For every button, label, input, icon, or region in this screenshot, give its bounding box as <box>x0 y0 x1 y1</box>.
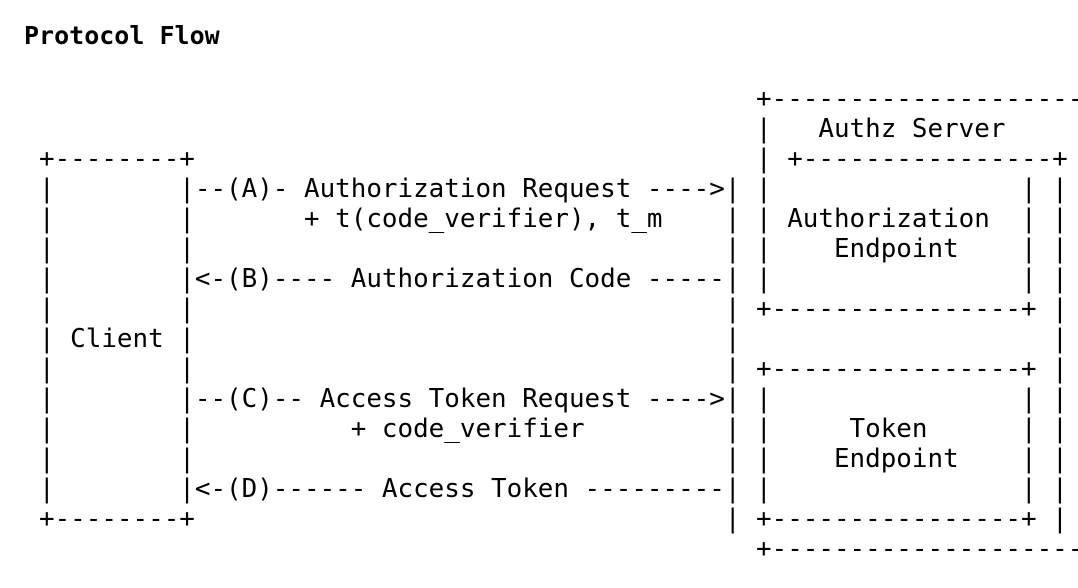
diagram-line: | | + code_verifier | | Token | | <box>39 414 1068 444</box>
diagram-line: | | | +----------------+ | <box>39 354 1068 384</box>
diagram-line: | | | | Endpoint | | <box>39 234 1068 264</box>
diagram-heading: Protocol Flow <box>24 21 220 50</box>
diagram-line: | Client | | | <box>39 324 1068 354</box>
diagram-line: | | | +----------------+ | <box>39 294 1068 324</box>
diagram-line: | Authz Server | <box>39 114 1078 144</box>
diagram-line: | | | | Endpoint | | <box>39 444 1068 474</box>
diagram-line: +--------+ | +----------------+ | <box>39 144 1078 174</box>
diagram-line: | |--(C)-- Access Token Request ---->| |… <box>39 384 1068 414</box>
diagram-line: +--------+ | +----------------+ | <box>39 504 1068 534</box>
protocol-flow-diagram: +--------------------+ | Authz Server |+… <box>39 84 1078 564</box>
diagram-line: | |<-(D)------ Access Token ---------| |… <box>39 474 1068 504</box>
diagram-line: +--------------------+ <box>39 84 1078 114</box>
diagram-line: | | + t(code_verifier), t_m | | Authoriz… <box>39 204 1068 234</box>
diagram-line: | |--(A)- Authorization Request ---->| |… <box>39 174 1068 204</box>
diagram-line: | |<-(B)---- Authorization Code -----| |… <box>39 264 1068 294</box>
diagram-line: +--------------------+ <box>39 534 1078 564</box>
